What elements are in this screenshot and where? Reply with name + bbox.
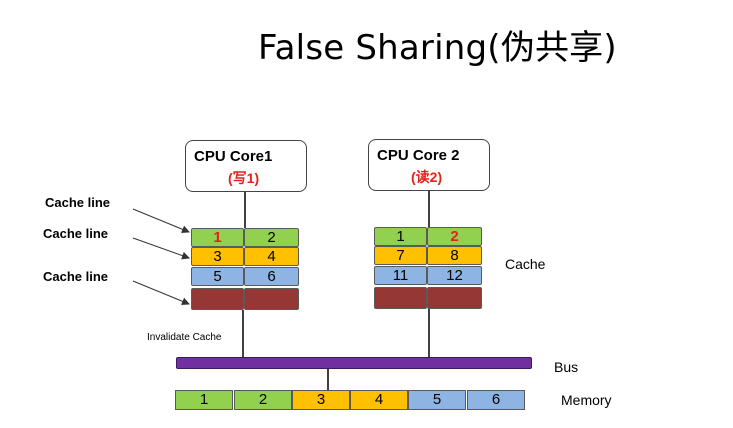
cache-line-label-2: Cache line [43, 226, 109, 241]
cpu-core-1-operation: (写1) [228, 170, 260, 186]
core1-cache-cell: 6 [244, 267, 299, 286]
core1-cache-cell: 2 [244, 228, 299, 247]
core1-cache-cell: 3 [191, 247, 244, 266]
bus-label: Bus [554, 359, 579, 375]
memory-cell: 6 [467, 390, 525, 410]
cpu-core-2-label: CPU Core 2 [377, 147, 460, 164]
system-bus [176, 357, 532, 369]
core2-cache-cell: 1 [374, 227, 427, 246]
core1-cache-cell-empty [244, 288, 299, 310]
memory-cell: 5 [408, 390, 466, 410]
core2-cache-cell: 11 [374, 266, 427, 285]
core2-cache-cell: 12 [427, 266, 482, 285]
memory-cell: 4 [350, 390, 408, 410]
cpu-core-1-label: CPU Core1 [194, 148, 273, 165]
memory-cell: 2 [234, 390, 292, 410]
core2-cache-cell: 8 [427, 246, 482, 265]
cpu-core-2-box: CPU Core 2 (读2) [368, 139, 490, 191]
core2-cache-cell-empty [374, 287, 427, 309]
core1-cache-cell-empty [191, 288, 244, 310]
cpu-core-1-box: CPU Core1 (写1) [185, 140, 307, 192]
cache-line-arrow-2 [132, 237, 190, 260]
core1-cache-cell: 4 [244, 247, 299, 266]
memory-label: Memory [561, 392, 612, 408]
cache-label: Cache [505, 256, 546, 272]
cache-line-arrow-1 [132, 208, 190, 234]
memory-cell: 3 [292, 390, 350, 410]
core2-cache-cell: 2 [427, 227, 482, 246]
memory-cell: 1 [175, 390, 233, 410]
cache-line-label-3: Cache line [43, 269, 109, 284]
core1-cache-cell: 5 [191, 267, 244, 286]
core1-cache-cell: 1 [191, 228, 244, 247]
cache-line-label-1: Cache line [45, 195, 111, 210]
cache-line-arrow-3 [132, 280, 190, 306]
slide-title: False Sharing(伪共享) [258, 28, 617, 68]
cpu-core-2-operation: (读2) [411, 169, 443, 185]
invalidate-cache-label: Invalidate Cache [147, 332, 222, 343]
core2-cache-cell: 7 [374, 246, 427, 265]
core2-cache-cell-empty [427, 287, 482, 309]
